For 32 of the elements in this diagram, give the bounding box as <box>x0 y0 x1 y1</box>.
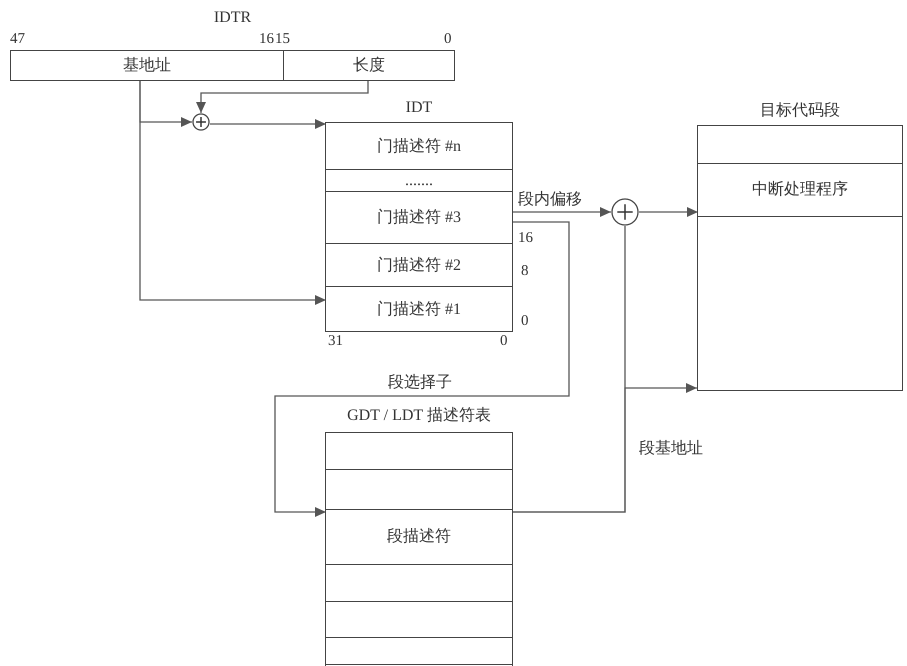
bit-number: 31 <box>328 332 343 350</box>
bit-number: 0 <box>521 312 528 330</box>
bit-number: 0 <box>500 332 508 350</box>
table-row: 门描述符 #3 <box>326 191 512 243</box>
register-field: 长度 <box>283 51 454 80</box>
register-field: 基地址 <box>11 51 283 80</box>
bit-number: 16 <box>518 229 533 247</box>
bit-number: 0 <box>444 30 452 48</box>
arrow <box>196 80 369 113</box>
edge-label: 段内偏移 <box>518 191 582 209</box>
table-row: 门描述符 #1 <box>326 286 512 331</box>
table-row: ....... <box>326 169 512 191</box>
arrow <box>139 80 326 305</box>
table-row: 门描述符 #2 <box>326 243 512 286</box>
table-row: 中断处理程序 <box>698 163 902 217</box>
table-row: 门描述符 #n <box>326 123 512 169</box>
edge-label: 段选择子 <box>388 374 452 392</box>
bit-number: 47 <box>10 30 25 48</box>
table-title: 目标代码段 <box>759 101 841 121</box>
arrow <box>512 383 697 513</box>
arrow <box>512 207 611 217</box>
table-title: GDT / LDT 描述符表 <box>346 406 492 426</box>
register-name: IDTR <box>212 8 252 28</box>
arrow <box>210 119 326 129</box>
table-title: IDT <box>404 98 434 118</box>
bit-number: 16 <box>259 30 274 48</box>
arrow <box>274 221 570 517</box>
arrow <box>639 207 698 217</box>
bit-number: 8 <box>521 262 528 280</box>
table-row: 段描述符 <box>326 509 512 565</box>
edge-label: 段基地址 <box>639 440 703 458</box>
bit-number: 15 <box>275 30 290 48</box>
